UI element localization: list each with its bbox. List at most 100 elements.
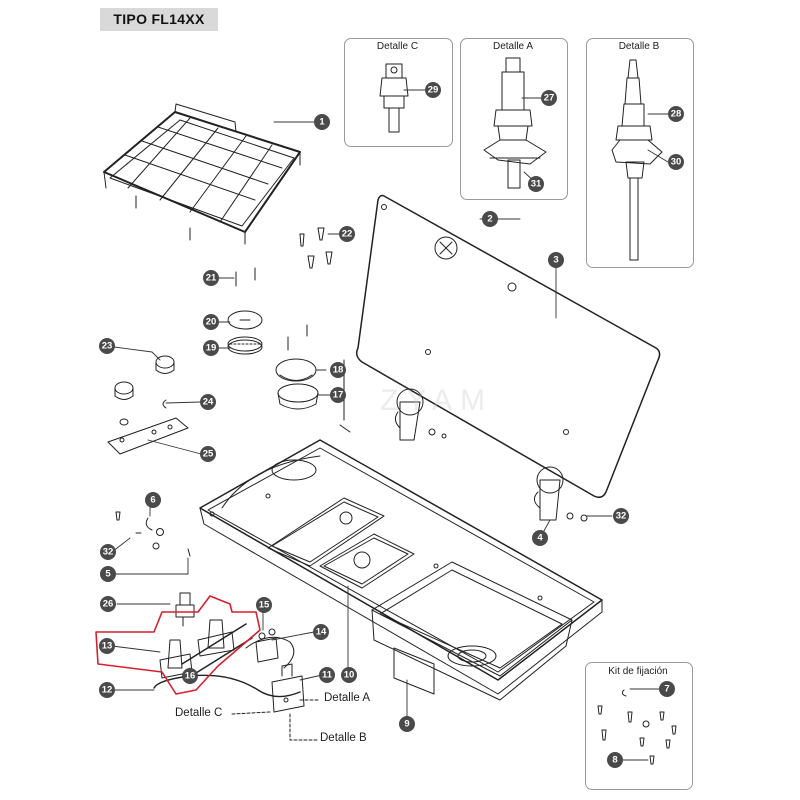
knob-23 — [155, 355, 175, 374]
gas-tap-26 — [175, 592, 195, 627]
small-screws-22 — [299, 227, 333, 269]
svg-text:20: 20 — [206, 317, 217, 328]
svg-text:25: 25 — [203, 449, 214, 460]
svg-text:21: 21 — [206, 273, 217, 284]
svg-text:17: 17 — [333, 390, 344, 401]
svg-text:16: 16 — [185, 671, 196, 682]
watermark-text: ZYAM — [380, 384, 493, 417]
hinge-right — [534, 466, 588, 522]
glass-lid — [339, 194, 661, 499]
badge-17: 17 — [330, 387, 346, 403]
detail-c-box — [344, 38, 453, 147]
hinge-left — [394, 388, 447, 441]
kit-fijacion-parts — [597, 689, 677, 765]
svg-text:28: 28 — [671, 109, 682, 120]
badge-16: 16 — [182, 668, 198, 684]
badge-6: 6 — [145, 492, 161, 508]
svg-text:8: 8 — [612, 755, 617, 766]
detail-c-part-29 — [379, 63, 409, 133]
parts-6-32-5 — [115, 511, 191, 557]
detail-b-title: Detalle B — [618, 41, 660, 52]
badge-31: 31 — [528, 176, 544, 192]
badge-22: 22 — [339, 226, 355, 242]
control-plate-25 — [107, 417, 189, 455]
kit-fijacion-title: Kit de fijación — [608, 666, 668, 677]
badge-21: 21 — [203, 270, 219, 286]
badge-12: 12 — [99, 682, 115, 698]
valve-14 — [255, 628, 279, 663]
badge-14: 14 — [313, 624, 329, 640]
badge-24: 24 — [200, 394, 216, 410]
badge-23: 23 — [99, 338, 115, 354]
badge-7: 7 — [659, 681, 675, 697]
svg-text:11: 11 — [322, 670, 333, 681]
thermocouple-block-11 — [271, 663, 305, 713]
detail-a-callout: Detalle A — [324, 692, 371, 704]
svg-text:10: 10 — [344, 670, 355, 681]
svg-text:22: 22 — [342, 229, 353, 240]
svg-text:7: 7 — [664, 684, 669, 695]
detail-a-title: Detalle A — [492, 41, 534, 52]
badge-20: 20 — [203, 314, 219, 330]
burner-ring-19 — [227, 336, 263, 355]
burner-cap-20 — [227, 310, 263, 330]
svg-text:4: 4 — [537, 533, 543, 544]
svg-text:6: 6 — [150, 495, 155, 506]
sink-tray — [199, 439, 603, 701]
badge-1: 1 — [314, 114, 330, 130]
badge-18: 18 — [330, 362, 346, 378]
badge-28: 28 — [668, 106, 684, 122]
svg-text:32: 32 — [616, 511, 627, 522]
badge-3: 3 — [548, 252, 564, 268]
small-parts-21 — [235, 267, 256, 287]
burner-cap-18 — [275, 358, 317, 382]
svg-text:1: 1 — [319, 117, 325, 128]
svg-text:14: 14 — [316, 627, 327, 638]
svg-text:27: 27 — [544, 93, 555, 104]
detail-c-title: Detalle C — [376, 41, 419, 52]
svg-text:23: 23 — [102, 341, 113, 352]
detail-a-box — [460, 38, 568, 200]
pan-support-grid — [103, 103, 301, 245]
svg-text:26: 26 — [103, 599, 114, 610]
gas-tube-12 — [153, 636, 301, 698]
badge-19: 19 — [203, 340, 219, 356]
detail-leader-lines — [231, 699, 321, 741]
badge-11: 11 — [319, 667, 335, 683]
badge-32-left: 32 — [100, 544, 116, 560]
badge-4: 4 — [532, 530, 548, 546]
pins-near-burner — [287, 324, 308, 351]
diagram-title: TIPO FL14XX — [113, 11, 205, 27]
badge-26: 26 — [100, 596, 116, 612]
badge-30: 30 — [668, 154, 684, 170]
kit-fijacion-box — [585, 662, 693, 790]
burner-body-17 — [277, 383, 319, 410]
svg-text:15: 15 — [259, 600, 270, 611]
svg-text:18: 18 — [333, 365, 344, 376]
title-background — [100, 8, 218, 31]
svg-text:31: 31 — [531, 179, 542, 190]
svg-text:9: 9 — [404, 719, 409, 730]
svg-text:5: 5 — [105, 569, 111, 580]
gas-valve-assembly — [159, 619, 253, 679]
badge-2: 2 — [482, 211, 498, 227]
svg-text:12: 12 — [102, 685, 113, 696]
detail-c-callout: Detalle C — [175, 707, 223, 719]
svg-text:30: 30 — [671, 157, 682, 168]
svg-text:32: 32 — [103, 547, 114, 558]
detail-b-callout: Detalle B — [320, 732, 367, 744]
detail-b-box — [586, 38, 694, 268]
svg-text:3: 3 — [553, 255, 558, 266]
svg-text:19: 19 — [206, 343, 217, 354]
detail-a-part-27 — [483, 57, 547, 189]
svg-text:29: 29 — [428, 85, 439, 96]
badge-13: 13 — [99, 638, 115, 654]
svg-text:2: 2 — [487, 214, 492, 225]
badge-25: 25 — [200, 446, 216, 462]
number-badges: 1 2 3 4 5 6 7 8 9 10 11 12 13 14 15 16 1… — [99, 82, 684, 768]
badge-10: 10 — [341, 667, 357, 683]
badge-8: 8 — [607, 752, 623, 768]
badge-15: 15 — [256, 597, 272, 613]
svg-text:24: 24 — [203, 397, 214, 408]
